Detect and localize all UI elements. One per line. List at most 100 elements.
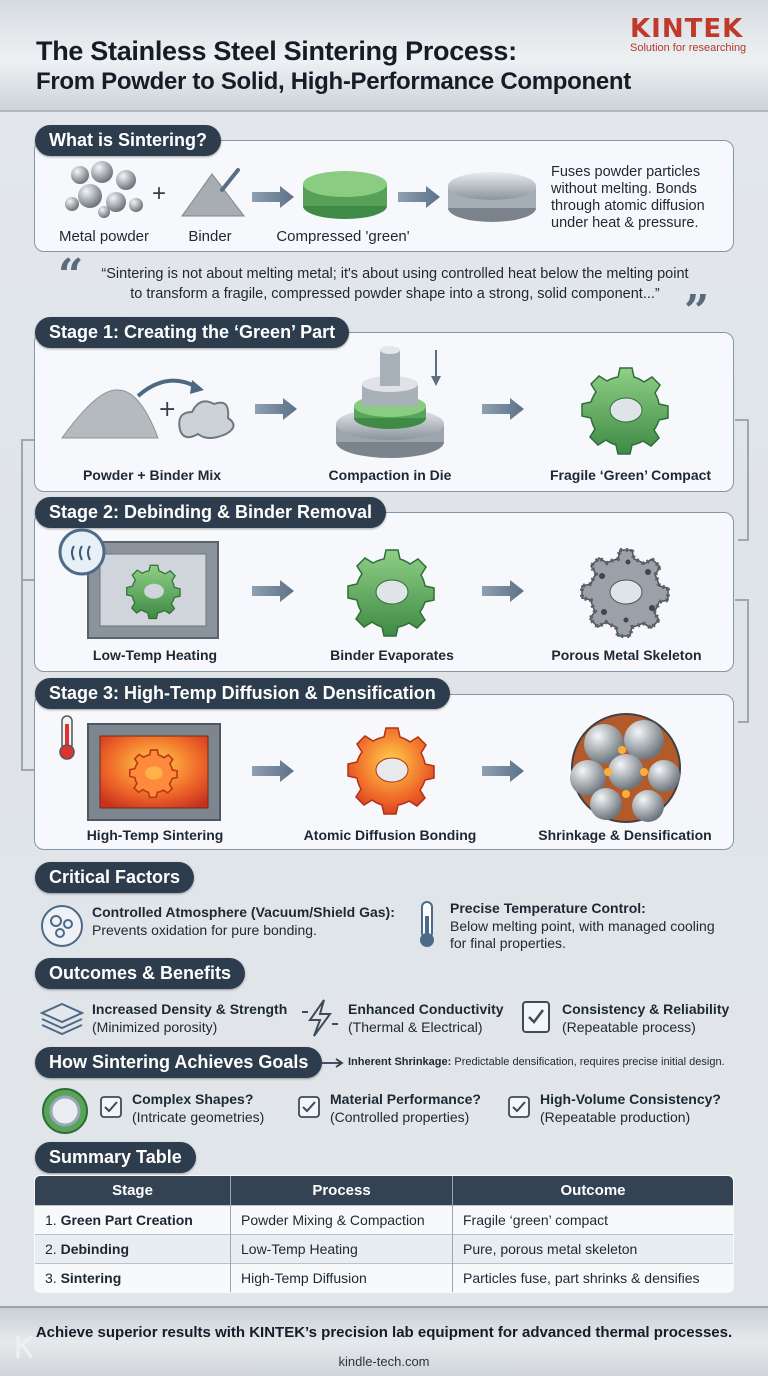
arrow-icon: [252, 186, 294, 208]
factor-temperature-title: Precise Temperature Control:: [450, 900, 646, 916]
what-is-heading: What is Sintering?: [35, 125, 222, 156]
arrow-icon: [252, 760, 294, 782]
arrow-icon: [398, 186, 440, 208]
factor-atmosphere-title: Controlled Atmosphere (Vacuum/Shield Gas…: [92, 904, 395, 920]
porous-skeleton-gear-icon: [580, 548, 670, 638]
page-title-line1: The Stainless Steel Sintering Process:: [36, 36, 517, 66]
outcome-consistency-sub: (Repeatable process): [562, 1019, 696, 1035]
metal-powder-icon: [65, 161, 143, 218]
metal-powder-label: Metal powder: [58, 228, 150, 245]
goal-performance-sub: (Controlled properties): [330, 1109, 470, 1125]
green-disc-icon: [303, 171, 387, 219]
stage-cell: 3. Sintering: [35, 1263, 231, 1292]
arrow-icon: [482, 398, 524, 420]
checkbox-icon: [298, 1096, 320, 1118]
kintek-watermark-logo: [16, 1334, 34, 1359]
ring-icon: [42, 1088, 88, 1134]
stage-cell: 2. Debinding: [35, 1234, 231, 1264]
process-cell: High-Temp Diffusion: [230, 1263, 453, 1292]
quote-close-icon: ”: [684, 286, 710, 337]
sintering-description: Fuses powder particles without melting. …: [551, 164, 705, 231]
binder-label: Binder: [188, 228, 232, 245]
footer-bar: [0, 1306, 768, 1376]
goal-performance-title: Material Performance?: [330, 1091, 481, 1107]
plus-icon: +: [152, 180, 167, 207]
process-cell: Low-Temp Heating: [230, 1234, 453, 1264]
binder-evaporating-gear-icon: [347, 549, 435, 637]
goals-heading: How Sintering Achieves Goals: [35, 1047, 323, 1078]
goal-consistency-title: High-Volume Consistency?: [540, 1091, 721, 1107]
green-gear-icon: [581, 367, 669, 455]
outcome-conductivity-title: Enhanced Conductivity: [348, 1001, 504, 1017]
column-header: Outcome: [452, 1176, 733, 1206]
arrow-icon: [252, 580, 294, 602]
outcomes-heading: Outcomes & Benefits: [35, 958, 246, 989]
sintering-quote: “Sintering is not about melting metal; i…: [101, 266, 689, 302]
stage2-caption-2: Binder Evaporates: [330, 647, 454, 663]
outcome-cell: Particles fuse, part shrinks & densifies: [452, 1263, 733, 1292]
goal-shapes-sub: (Intricate geometries): [132, 1109, 265, 1125]
hot-gear-icon: [347, 727, 435, 815]
footer-url-link[interactable]: kindle-tech.com: [338, 1354, 430, 1369]
stage3-caption-3: Shrinkage & Densification: [538, 827, 712, 843]
header-bar: [0, 0, 768, 112]
svg-text:+: +: [158, 397, 176, 422]
lightning-icon: [302, 999, 338, 1037]
stage1-caption-2: Compaction in Die: [328, 467, 452, 483]
footer-tagline: Achieve superior results with KINTEK’s p…: [35, 1324, 733, 1341]
column-header: Process: [230, 1176, 453, 1206]
table-row: 3. Sintering High-Temp Diffusion Particl…: [35, 1263, 733, 1292]
factor-atmosphere-text: Prevents oxidation for pure bonding.: [92, 922, 317, 938]
densified-particles-icon: [570, 713, 681, 823]
stage2-caption-3: Porous Metal Skeleton: [551, 647, 702, 663]
high-temp-furnace-icon: [59, 715, 221, 821]
table-row: 2. Debinding Low-Temp Heating Pure, poro…: [35, 1234, 733, 1264]
summary-heading: Summary Table: [35, 1142, 196, 1173]
stage2-heading: Stage 2: Debinding & Binder Removal: [35, 497, 387, 528]
arrow-icon: [255, 398, 297, 420]
compaction-die-icon: [336, 346, 444, 458]
green-compact-label: Compressed 'green': [276, 228, 410, 245]
thermometer-icon: [420, 901, 434, 947]
outcome-cell: Pure, porous metal skeleton: [452, 1234, 733, 1264]
table-header-row: Stage Process Outcome: [35, 1176, 733, 1206]
outcome-cell: Fragile ‘green’ compact: [452, 1205, 733, 1235]
layers-icon: [40, 1002, 84, 1036]
outcome-consistency-title: Consistency & Reliability: [562, 1001, 730, 1017]
process-cell: Powder Mixing & Compaction: [230, 1205, 453, 1235]
checkbox-icon: [100, 1096, 122, 1118]
factor-temperature-text-2: for final properties.: [450, 935, 566, 951]
steel-disc-icon: [448, 172, 536, 222]
goal-shapes-title: Complex Shapes?: [132, 1091, 254, 1107]
factor-temperature-text-1: Below melting point, with managed coolin…: [450, 918, 715, 934]
brand-logo: KINTEK Solution for researching: [630, 14, 750, 54]
page-title-line2: From Powder to Solid, High-Performance C…: [36, 68, 631, 95]
stage1-caption-1: Powder + Binder Mix: [82, 467, 222, 483]
critical-heading: Critical Factors: [35, 862, 195, 893]
checkbox-icon: [508, 1096, 530, 1118]
summary-table: Stage Process Outcome 1. Green Part Crea…: [34, 1175, 734, 1293]
shrinkage-note: Inherent Shrinkage: Predictable densific…: [348, 1056, 725, 1068]
stage1-caption-3: Fragile ‘Green’ Compact: [550, 467, 712, 483]
goal-consistency-sub: (Repeatable production): [540, 1109, 691, 1125]
small-arrow-icon: [322, 1058, 344, 1068]
outcome-density-title: Increased Density & Strength: [92, 1001, 288, 1017]
binder-pile-icon: [181, 168, 246, 217]
brand-name: KINTEK: [630, 14, 744, 44]
atmosphere-icon: [41, 905, 83, 947]
stage3-caption-2: Atomic Diffusion Bonding: [303, 827, 477, 843]
stage3-caption-1: High-Temp Sintering: [86, 827, 224, 843]
checklist-icon: [522, 1001, 550, 1033]
table-row: 1. Green Part Creation Powder Mixing & C…: [35, 1205, 733, 1235]
stage2-caption-1: Low-Temp Heating: [92, 647, 218, 663]
stage1-heading: Stage 1: Creating the ‘Green’ Part: [35, 317, 350, 348]
quote-open-icon: “: [58, 250, 84, 301]
brand-tagline: Solution for researching: [630, 42, 747, 54]
powder-binder-mix-icon: +: [61, 378, 235, 439]
stage3-heading: Stage 3: High-Temp Diffusion & Densifica…: [35, 678, 450, 709]
arrow-icon: [482, 760, 524, 782]
low-temp-oven-icon: [58, 528, 219, 639]
column-header: Stage: [35, 1176, 231, 1206]
outcome-density-sub: (Minimized porosity): [92, 1019, 218, 1035]
